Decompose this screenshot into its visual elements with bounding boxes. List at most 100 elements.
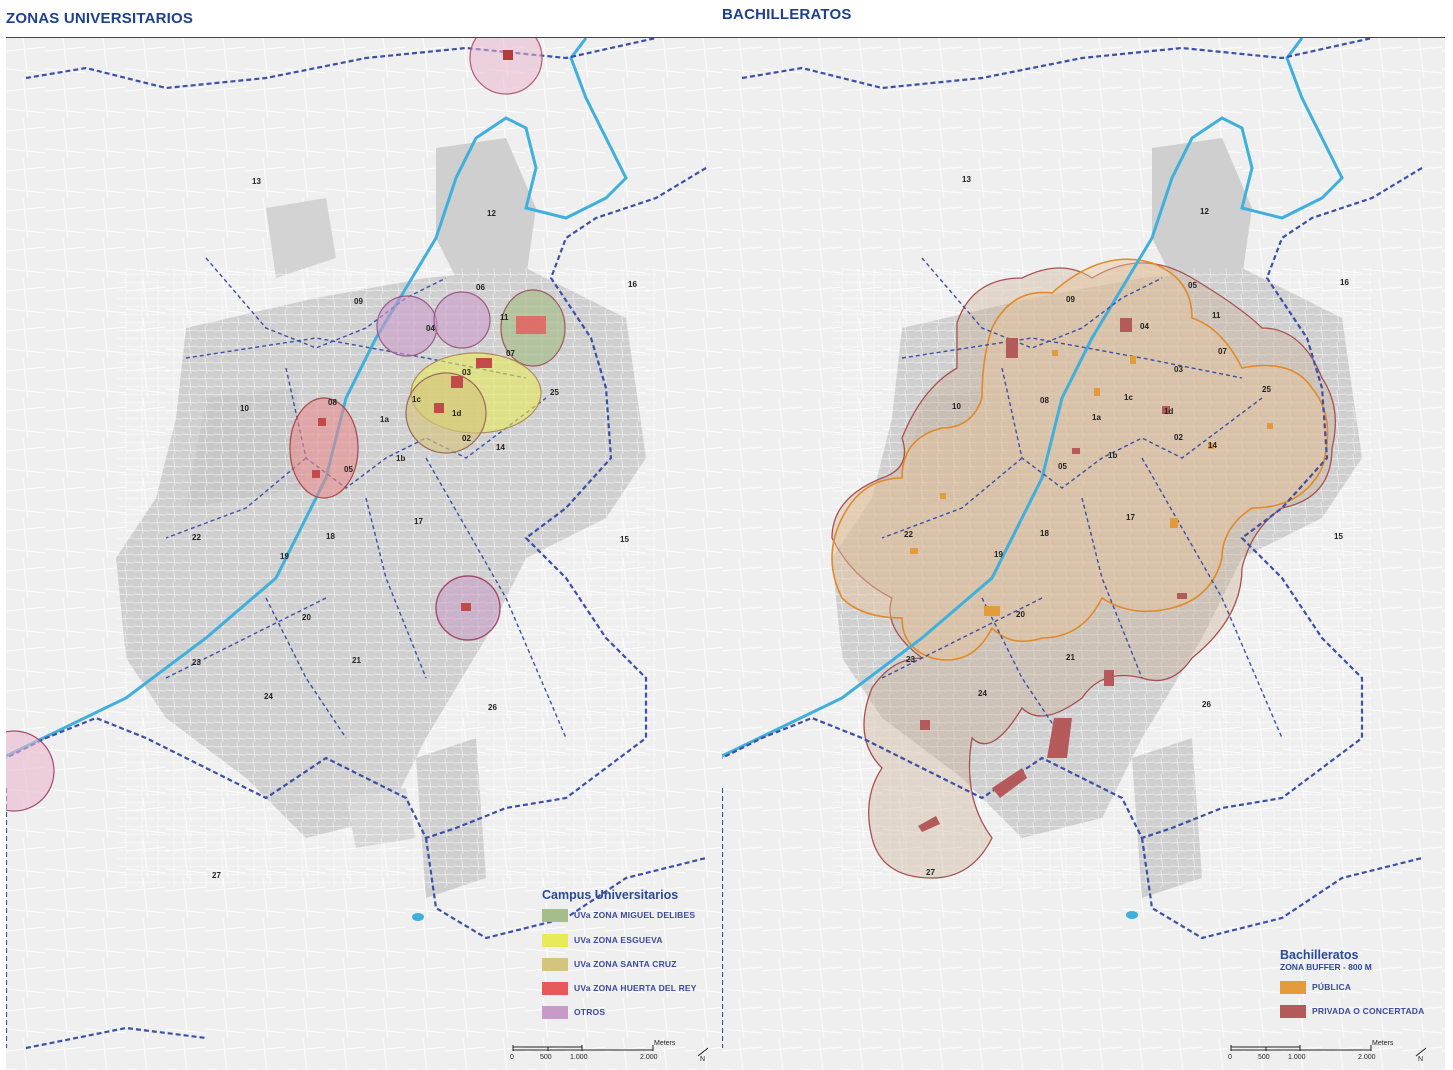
scale-tick: 500 bbox=[540, 1054, 552, 1061]
legend-subtitle: ZONA BUFFER - 800 M bbox=[1280, 962, 1372, 972]
map-canvas[interactable]: 13 12 16 09 05 04 11 07 03 25 10 08 1c 1… bbox=[722, 38, 1445, 1070]
zone-label: 13 bbox=[252, 177, 261, 186]
scale-tick: 2.000 bbox=[640, 1054, 658, 1061]
scale-bar: Meters 0 500 1.000 2.000 bbox=[510, 1040, 690, 1068]
pond bbox=[1126, 911, 1138, 919]
zone-label: 07 bbox=[1218, 347, 1227, 356]
zone-label: 03 bbox=[462, 368, 471, 377]
legend-item: PRIVADA O CONCERTADA bbox=[1280, 1004, 1424, 1018]
legend-swatch bbox=[542, 908, 568, 922]
zone-label: 23 bbox=[906, 655, 915, 664]
zone-label: 20 bbox=[1016, 610, 1025, 619]
zone-label: 10 bbox=[952, 402, 961, 411]
zone-label: 1b bbox=[396, 454, 405, 463]
legend-swatch bbox=[542, 1005, 568, 1019]
zone-label: 14 bbox=[496, 443, 505, 452]
map-panel-zonas-universitarios: ZONAS UNIVERSITARIOS bbox=[0, 0, 722, 1070]
panel-title: ZONAS UNIVERSITARIOS bbox=[6, 10, 194, 27]
zone-label: 25 bbox=[1262, 385, 1271, 394]
zone-label: 22 bbox=[904, 530, 913, 539]
zone-label: 1d bbox=[1164, 407, 1173, 416]
zone-label: 15 bbox=[620, 535, 629, 544]
zone-label: 14 bbox=[1208, 441, 1217, 450]
legend-item: UVa ZONA SANTA CRUZ bbox=[542, 957, 677, 971]
legend-label: UVa ZONA MIGUEL DELIBES bbox=[574, 910, 696, 920]
zone-label: 23 bbox=[192, 658, 201, 667]
map-legend: Campus Universitarios UVa ZONA MIGUEL DE… bbox=[542, 888, 722, 1028]
zone-label: 22 bbox=[192, 533, 201, 542]
legend-swatch bbox=[1280, 980, 1306, 994]
zone-label: 13 bbox=[962, 175, 971, 184]
scale-unit: Meters bbox=[1372, 1040, 1394, 1047]
legend-label: UVa ZONA SANTA CRUZ bbox=[574, 959, 677, 969]
title-rule bbox=[6, 37, 722, 38]
zone-label: 19 bbox=[280, 552, 289, 561]
zone-label: 17 bbox=[414, 517, 423, 526]
legend-swatch bbox=[1280, 1004, 1306, 1018]
legend-item: UVa ZONA HUERTA DEL REY bbox=[542, 981, 697, 995]
school-parcels bbox=[910, 318, 1273, 832]
zone-label: 05 bbox=[1058, 462, 1067, 471]
zone-label: 08 bbox=[1040, 396, 1049, 405]
zone-label: 04 bbox=[426, 324, 435, 333]
zone-label: 12 bbox=[487, 209, 496, 218]
district-boundaries bbox=[881, 257, 1283, 739]
scale-tick: 1.000 bbox=[1288, 1054, 1306, 1061]
urban-streets bbox=[116, 268, 656, 888]
north-arrow: N bbox=[696, 1046, 710, 1063]
scale-unit: Meters bbox=[654, 1040, 676, 1047]
legend-item: UVa ZONA ESGUEVA bbox=[542, 933, 663, 947]
zone-label: 20 bbox=[302, 613, 311, 622]
map-canvas[interactable]: 13 12 16 09 06 04 11 07 03 10 08 1c 1a 1… bbox=[6, 38, 722, 1070]
scale-tick: 0 bbox=[1228, 1054, 1232, 1061]
zone-label: 1c bbox=[412, 395, 421, 404]
zone-label: 27 bbox=[212, 871, 221, 880]
legend-item: OTROS bbox=[542, 1005, 605, 1019]
zone-label: 21 bbox=[1066, 653, 1075, 662]
zone-label: 05 bbox=[344, 465, 353, 474]
scale-tick: 0 bbox=[510, 1054, 514, 1061]
zone-label: 26 bbox=[1202, 700, 1211, 709]
scale-tick: 500 bbox=[1258, 1054, 1270, 1061]
panel-title: BACHILLERATOS bbox=[722, 6, 852, 23]
zone-label: 10 bbox=[240, 404, 249, 413]
zone-label: 08 bbox=[328, 398, 337, 407]
map-panel-bachilleratos: BACHILLERATOS bbox=[722, 0, 1453, 1070]
scale-bar: Meters 0 500 1.000 2.000 bbox=[1228, 1040, 1408, 1068]
district-boundaries bbox=[165, 257, 567, 739]
zone-label: 18 bbox=[1040, 529, 1049, 538]
zone-label: 27 bbox=[926, 868, 935, 877]
zone-label: 1c bbox=[1124, 393, 1133, 402]
zone-label: 11 bbox=[1212, 311, 1221, 320]
scale-tick: 1.000 bbox=[570, 1054, 588, 1061]
legend-title: Campus Universitarios bbox=[542, 888, 679, 902]
zone-label: 04 bbox=[1140, 322, 1149, 331]
zone-label: 21 bbox=[352, 656, 361, 665]
zone-label: 25 bbox=[550, 388, 559, 397]
legend-title: Bachilleratos bbox=[1280, 948, 1359, 962]
legend-swatch bbox=[542, 957, 568, 971]
zone-label: 1a bbox=[1092, 413, 1101, 422]
zone-label: 19 bbox=[994, 550, 1003, 559]
north-label: N bbox=[1418, 1056, 1424, 1063]
map-legend: Bachilleratos ZONA BUFFER - 800 M PÚBLIC… bbox=[1280, 948, 1450, 1028]
zone-label: 12 bbox=[1200, 207, 1209, 216]
zone-label: 16 bbox=[628, 280, 637, 289]
title-rule bbox=[722, 37, 1445, 38]
river-pisuerga bbox=[722, 38, 1344, 758]
zone-label: 17 bbox=[1126, 513, 1135, 522]
zone-label: 16 bbox=[1340, 278, 1349, 287]
zone-label: 24 bbox=[978, 689, 987, 698]
zone-label: 06 bbox=[476, 283, 485, 292]
north-arrow-icon bbox=[1415, 1047, 1427, 1057]
north-arrow-icon bbox=[697, 1047, 709, 1057]
zone-label: 1a bbox=[380, 415, 389, 424]
legend-swatch bbox=[542, 981, 568, 995]
legend-item: PÚBLICA bbox=[1280, 980, 1351, 994]
zone-label: 02 bbox=[1174, 433, 1183, 442]
scale-bar-graphic bbox=[1230, 1045, 1372, 1051]
zone-label: 15 bbox=[1334, 532, 1343, 541]
legend-label: UVa ZONA HUERTA DEL REY bbox=[574, 983, 697, 993]
zone-label: 07 bbox=[506, 349, 515, 358]
legend-swatch bbox=[542, 933, 568, 947]
